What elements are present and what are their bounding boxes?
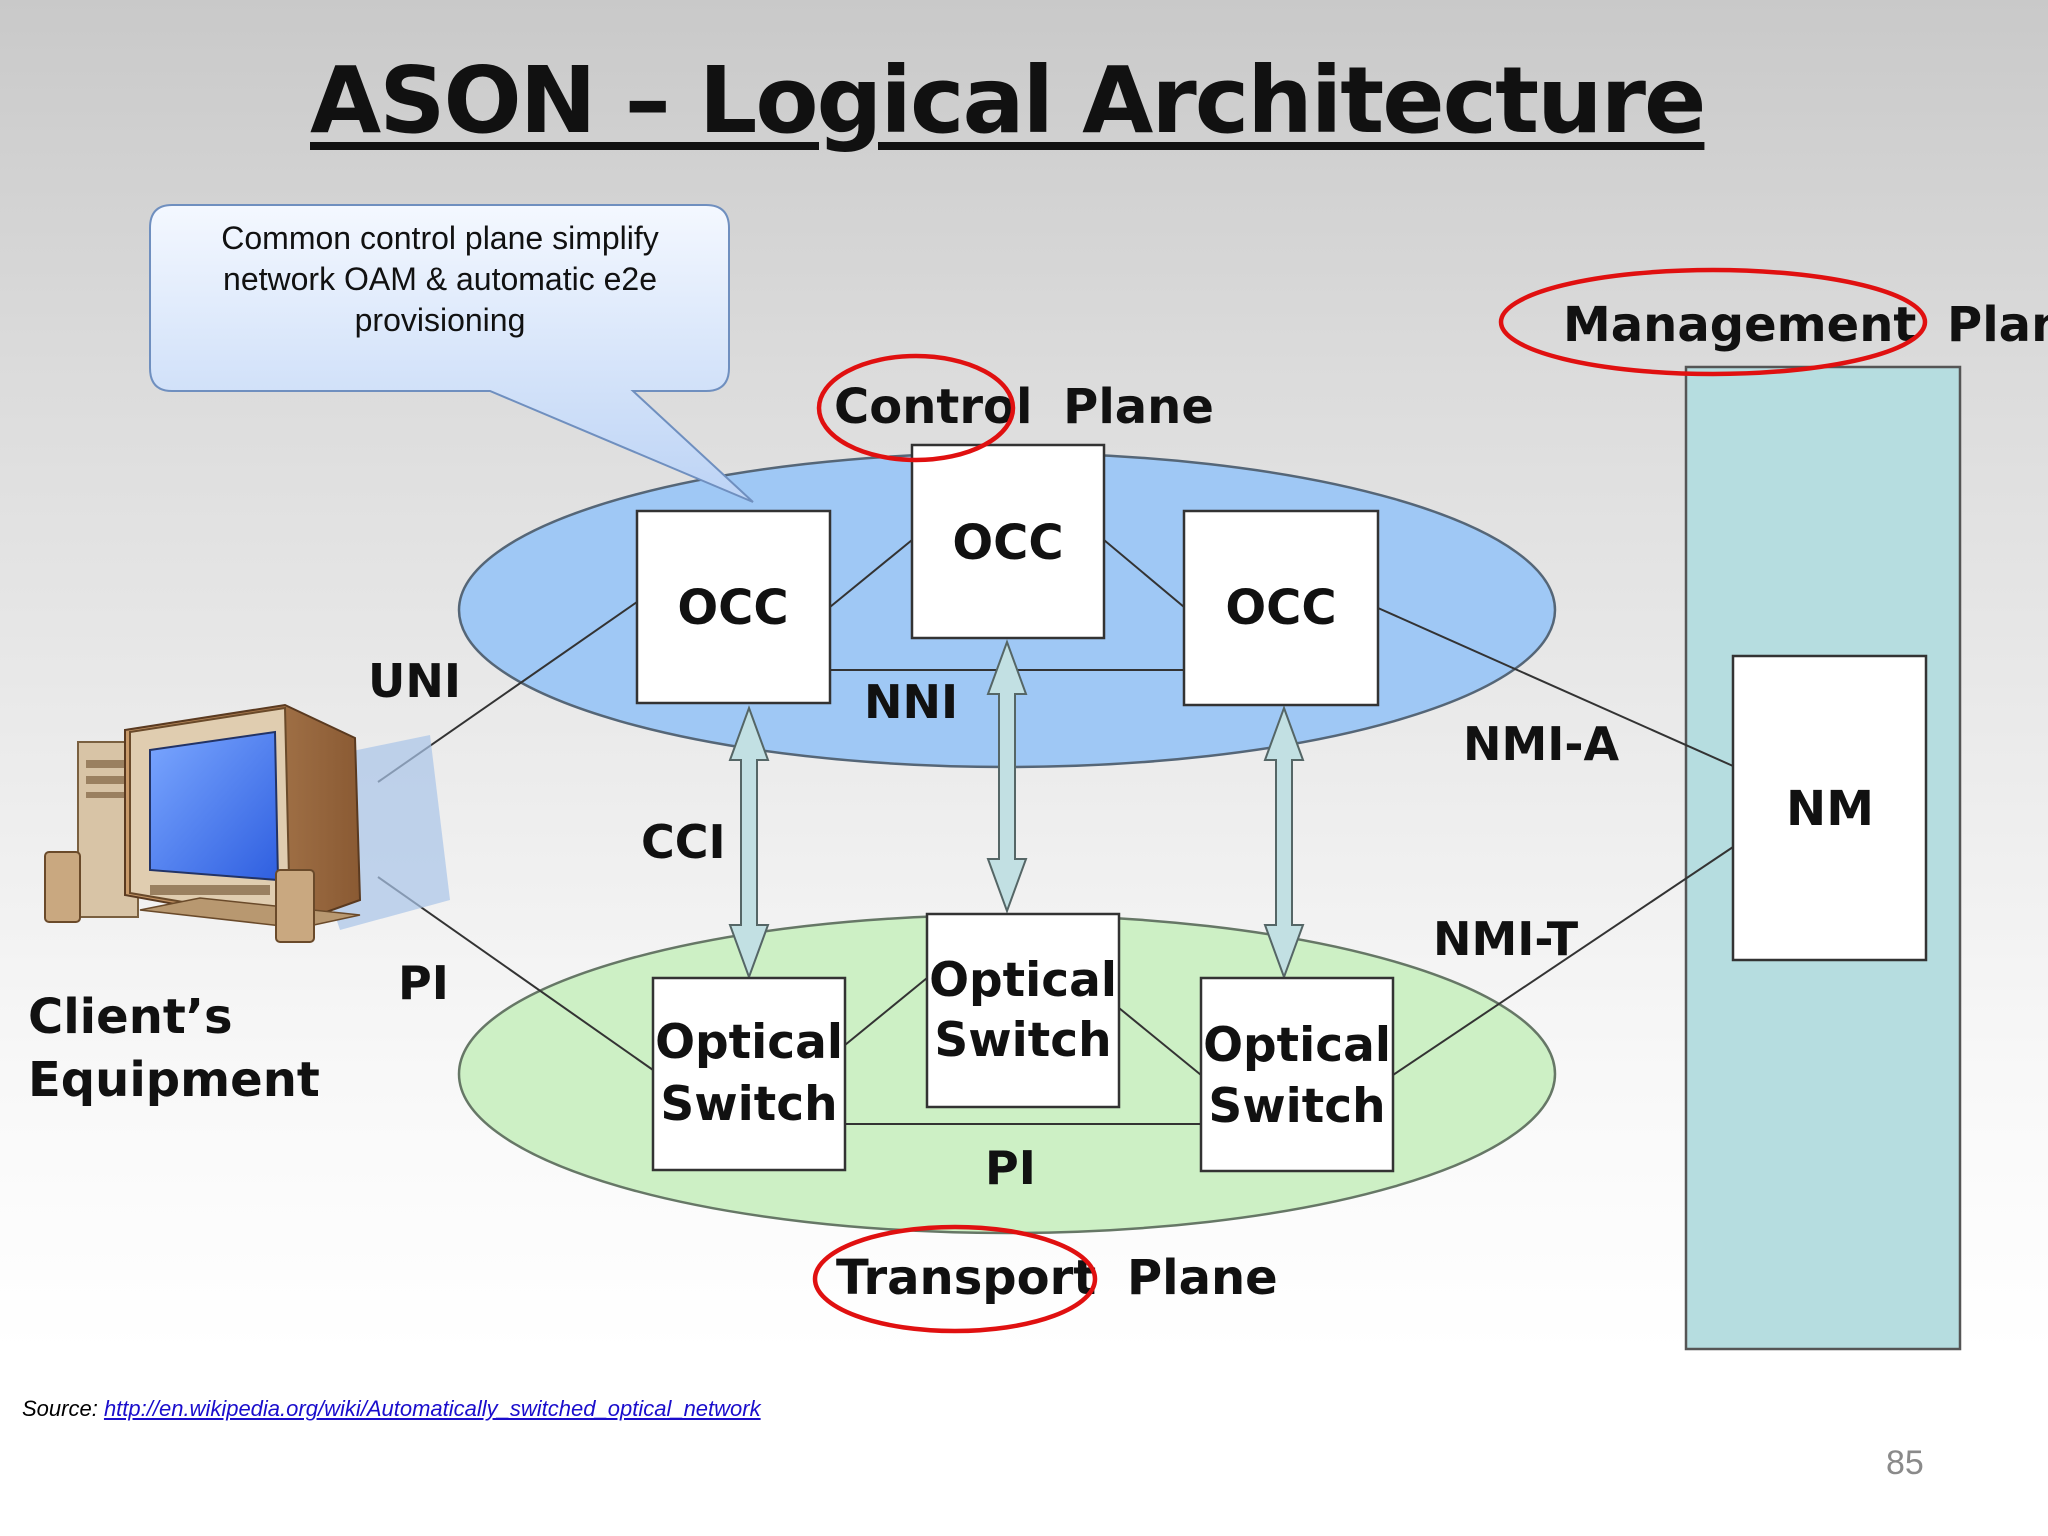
nmi-a-label: NMI-A [1463, 717, 1619, 771]
pi-link-center-right [1118, 1007, 1202, 1076]
nni-link-center-right [1103, 539, 1185, 608]
cci-arrow-right [1263, 705, 1305, 980]
management-highlight-ring [1498, 267, 1928, 377]
nm-label: NM [1786, 781, 1874, 837]
occ-node-center: OCC [910, 443, 1106, 640]
client-computer-icon [44, 703, 450, 943]
pi-client-link [377, 876, 654, 1071]
management-plane-title: Management Plane [1563, 297, 2048, 353]
occ-node-left: OCC [635, 509, 832, 705]
transport-plane-title: Transport Plane [836, 1250, 1278, 1306]
control-highlight-ring [816, 353, 1016, 463]
svg-text:Management Plane: Management Plane [1563, 297, 2048, 353]
nmi-t-label: NMI-T [1433, 912, 1579, 966]
cci-label: CCI [641, 815, 726, 869]
svg-text:Transport Plane: Transport Plane [836, 1250, 1278, 1306]
control-plane-word: Control [834, 379, 1032, 435]
transport-plane-rest: Plane [1127, 1250, 1278, 1306]
occ-left-label: OCC [677, 580, 788, 636]
optical-switch-right: Optical Switch [1199, 976, 1395, 1173]
occ-node-right: OCC [1182, 509, 1380, 707]
control-plane-title: Control Plane [834, 379, 1214, 435]
nni-label: NNI [864, 675, 958, 729]
client-label-line1: Client’s [28, 989, 233, 1045]
slide-title: ASON – Logical Architecture [310, 47, 1706, 154]
cci-arrow-left [728, 705, 770, 980]
nmi-a-link [1377, 607, 1734, 767]
nni-link-left-center [829, 539, 913, 608]
svg-text:Control Plane: Control Plane [834, 379, 1214, 435]
switch-center-line2: Switch [934, 1013, 1111, 1068]
switch-left-line2: Switch [660, 1077, 837, 1132]
switch-right-line1: Optical [1203, 1018, 1391, 1073]
transport-highlight-ring [812, 1224, 1098, 1334]
pi-client-label: PI [398, 956, 449, 1010]
pi-transport-label: PI [985, 1141, 1036, 1195]
switch-right-line2: Switch [1208, 1079, 1385, 1134]
source-link[interactable]: http://en.wikipedia.org/wiki/Automatical… [103, 1396, 761, 1421]
management-plane-word: Management [1563, 297, 1916, 353]
callout-bubble: Common control plane simplify network OA… [149, 204, 754, 503]
switch-center-line1: Optical [929, 953, 1117, 1008]
callout-shape [149, 204, 754, 503]
cci-arrow-center [986, 639, 1028, 914]
client-label-line2: Equipment [28, 1052, 320, 1108]
callout-line3: provisioning [355, 302, 526, 338]
control-plane-rest: Plane [1063, 379, 1214, 435]
occ-right-label: OCC [1225, 580, 1336, 636]
callout-line1: Common control plane simplify [221, 220, 659, 256]
switch-left-line1: Optical [655, 1015, 843, 1070]
page-number: 85 [1886, 1444, 1924, 1482]
uni-label: UNI [368, 654, 461, 708]
optical-switch-left: Optical Switch [651, 976, 847, 1172]
optical-switch-center: Optical Switch [925, 912, 1121, 1109]
source-label: Source: [22, 1396, 104, 1421]
nmi-t-link [1392, 846, 1734, 1076]
highlight-rings [812, 267, 1928, 1334]
occ-center-label: OCC [952, 515, 1063, 571]
source-citation: Source: http://en.wikipedia.org/wiki/Aut… [22, 1396, 761, 1422]
nm-node: NM [1731, 654, 1928, 962]
transport-plane-word: Transport [836, 1250, 1096, 1306]
management-plane-rest: Plane [1947, 297, 2048, 353]
pi-link-left-center [844, 977, 928, 1046]
callout-line2: network OAM & automatic e2e [223, 261, 657, 297]
